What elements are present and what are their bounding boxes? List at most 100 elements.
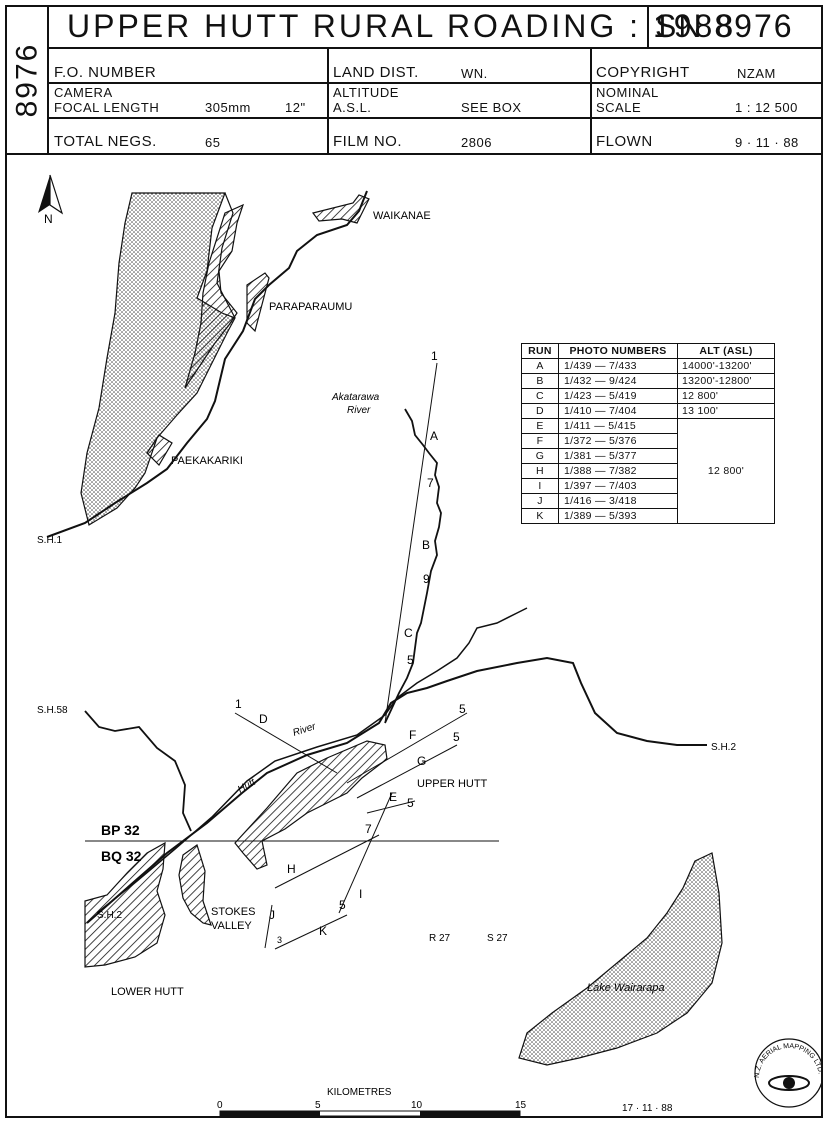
- place-stokes-2: VALLEY: [211, 920, 252, 932]
- table-cell: 1/416 — 3/418: [558, 493, 678, 509]
- table-cell: 1/397 — 7/403: [558, 478, 678, 494]
- area-lower-hutt: [84, 841, 166, 968]
- page-title: UPPER HUTT RURAL ROADING : 1988: [67, 8, 737, 44]
- run-labels: 1 A 7 B 9 C 5 1 D F 5 G 5 E 5 H 7 I J 3: [235, 349, 466, 945]
- company-logo: N.Z. AERIAL MAPPING LTD.: [754, 1038, 824, 1108]
- total-negs-label: TOTAL NEGS.: [54, 133, 157, 150]
- table-cell: A: [521, 358, 559, 374]
- run-line-a: [384, 362, 438, 724]
- area-paekakariki: [146, 434, 173, 466]
- run-line-e: [366, 800, 416, 814]
- lake-wairarapa: [518, 852, 723, 1066]
- table-cell: 13200'-12800': [677, 373, 775, 389]
- table-cell: E: [521, 418, 559, 434]
- table-header-alt: ALT (ASL): [677, 343, 775, 359]
- hutt-river-label-1: Hutt: [236, 776, 258, 795]
- run-h-label: H: [287, 862, 296, 876]
- grid-divider: [327, 47, 329, 153]
- film-no-label: FILM NO.: [333, 133, 403, 150]
- hutt-river: [96, 607, 528, 914]
- table-cell: 14000'-13200': [677, 358, 775, 374]
- flight-runs: [234, 362, 468, 950]
- header-grid: F.O. NUMBER LAND DIST. WN. COPYRIGHT NZA…: [47, 47, 821, 153]
- north-label: N: [44, 212, 53, 226]
- table-header-photos: PHOTO NUMBERS: [558, 343, 678, 359]
- grid-divider: [47, 82, 821, 84]
- map-date: 17 · 11 · 88: [622, 1103, 673, 1114]
- focal-mm-value: 305mm: [205, 100, 251, 115]
- nominal-label: NOMINAL: [596, 85, 659, 100]
- table-cell: 1/388 — 7/382: [558, 463, 678, 479]
- scale-tick-10: 10: [411, 1100, 423, 1111]
- table-row: E 1/411 — 5/415 12 800': [521, 418, 775, 524]
- asl-label: A.S.L.: [333, 100, 372, 115]
- run-i-label: I: [359, 887, 362, 901]
- land-dist-label: LAND DIST.: [333, 64, 419, 81]
- run-j-end: 3: [277, 935, 282, 945]
- table-cell: I: [521, 478, 559, 494]
- run-b-label: B: [422, 538, 430, 552]
- table-cell: H: [521, 463, 559, 479]
- run-k-end: 5: [339, 898, 346, 912]
- table-row: F 1/372 — 5/376: [521, 433, 775, 449]
- place-paraparaumu: PARAPARAUMU: [269, 301, 352, 313]
- run-line-h: [274, 834, 380, 889]
- table-row: K 1/389 — 5/393: [521, 508, 775, 524]
- place-stokes-1: STOKES: [211, 906, 255, 918]
- table-cell: 1/439 — 7/433: [558, 358, 678, 374]
- table-cell: C: [521, 388, 559, 404]
- grid-divider: [47, 117, 821, 119]
- focal-in-value: 12": [285, 100, 306, 115]
- table-cell: 1/389 — 5/393: [558, 508, 678, 524]
- place-upper-hutt: UPPER HUTT: [417, 778, 488, 790]
- area-upper-hutt: [234, 740, 388, 870]
- total-negs-value: 65: [205, 135, 221, 150]
- run-g-end: 5: [453, 730, 460, 744]
- title-divider: [647, 7, 649, 47]
- sheet-s27: S 27: [487, 933, 508, 944]
- table-cell: 1/372 — 5/376: [558, 433, 678, 449]
- run-d-label: D: [259, 712, 268, 726]
- place-lower-hutt: LOWER HUTT: [111, 986, 184, 998]
- table-cell: 12 800': [677, 388, 775, 404]
- run-h-end: 7: [365, 822, 372, 836]
- copyright-label: COPYRIGHT: [596, 64, 690, 81]
- grid-divider: [590, 47, 592, 153]
- run-k-label: K: [319, 924, 327, 938]
- label-sh2-west: S.H.2: [97, 910, 122, 921]
- nominal-scale-value: 1 : 12 500: [735, 100, 798, 115]
- table-cell: 1/423 — 5/419: [558, 388, 678, 404]
- camera-label: CAMERA: [54, 85, 113, 100]
- sheet-bq32: BQ 32: [101, 848, 142, 864]
- altitude-label: ALTITUDE: [333, 85, 399, 100]
- side-code-text: 8976: [10, 42, 43, 118]
- akatarawa-river: [384, 408, 442, 724]
- scale-tick-15: 15: [515, 1100, 527, 1111]
- akatarawa-label-2: River: [347, 405, 371, 416]
- run-line-g: [356, 744, 458, 799]
- run-c-end: 5: [407, 653, 414, 667]
- place-waikanae: WAIKANAE: [373, 210, 431, 222]
- road-sh2: [86, 656, 707, 924]
- run-b-end: 9: [423, 572, 430, 586]
- run-line-i: [338, 792, 393, 914]
- side-code: 8976: [7, 7, 49, 153]
- run-line-d: [234, 712, 338, 774]
- altitude-value: SEE BOX: [461, 100, 522, 115]
- table-cell-merged-alt: 12 800': [677, 418, 775, 524]
- area-stokes-valley: [178, 844, 212, 926]
- north-arrow-icon: N: [38, 174, 64, 226]
- table-cell: B: [521, 373, 559, 389]
- run-c-label: C: [404, 626, 413, 640]
- header-block: 8976 UPPER HUTT RURAL ROADING : 1988 SN …: [7, 7, 821, 155]
- map-area: N WAIKANAE PARAPARAUMU PAEKAKARIKI S.H.1…: [7, 153, 824, 1118]
- run-line-j: [264, 904, 273, 949]
- table-cell: D: [521, 403, 559, 419]
- area-paraparaumu: [246, 272, 270, 333]
- table-cell: J: [521, 493, 559, 509]
- road-sh1: [46, 190, 368, 538]
- map-sheet: 8976 UPPER HUTT RURAL ROADING : 1988 SN …: [5, 5, 824, 1118]
- place-paekakariki: PAEKAKARIKI: [171, 455, 243, 467]
- flown-label: FLOWN: [596, 133, 653, 150]
- run-d-start: 1: [235, 697, 242, 711]
